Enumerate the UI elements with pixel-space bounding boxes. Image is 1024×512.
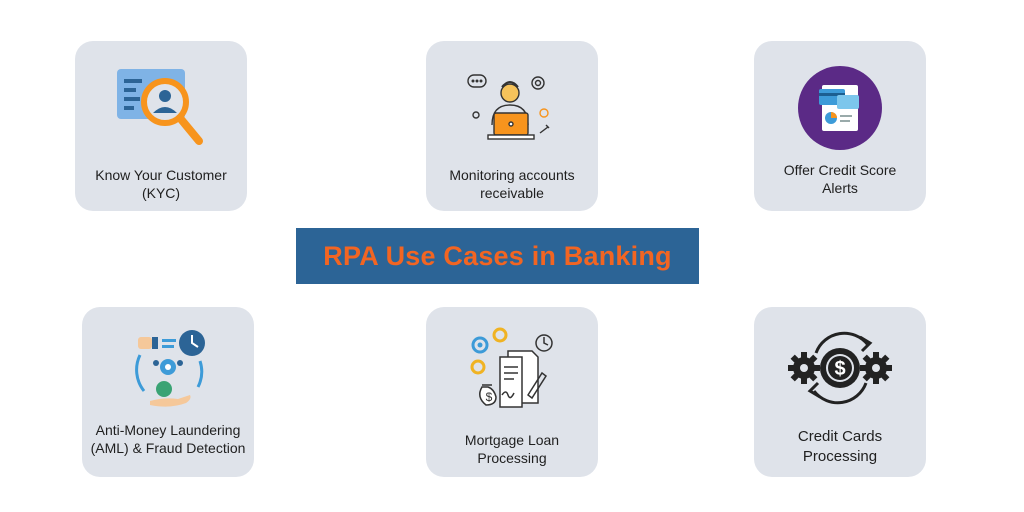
use-case-card-aml: Anti-Money Laundering (AML) & Fraud Dete… [82,307,254,477]
title-banner: RPA Use Cases in Banking [296,228,699,284]
use-case-label: Anti-Money Laundering (AML) & Fraud Dete… [90,422,246,456]
credit-report-icon [797,65,883,156]
svg-text:$: $ [486,390,493,404]
use-case-label: Credit Cards Processing [797,428,883,465]
person-laptop-icon [462,69,562,158]
use-case-card-credit-cards: $ Credit Cards Processing [754,307,926,477]
aml-fraud-icon [120,325,216,418]
use-case-card-kyc: Know Your Customer (KYC) [75,41,247,211]
page-title: RPA Use Cases in Banking [323,240,672,271]
id-card-magnifier-icon [111,65,211,158]
use-case-label: Offer Credit Score Alerts [783,162,897,196]
use-case-card-mortgage-loan: $ Mortgage Loan Processing [426,307,598,477]
use-case-label: Know Your Customer (KYC) [95,167,227,201]
use-case-label: Mortgage Loan Processing [464,432,560,466]
gear-dollar-cycle-icon: $ [784,323,896,416]
svg-text:$: $ [834,358,845,380]
mortgage-document-icon: $ [462,321,562,418]
use-case-card-credit-score-alerts: Offer Credit Score Alerts [754,41,926,211]
use-case-card-accounts-receivable: Monitoring accounts receivable [426,41,598,211]
use-case-label: Monitoring accounts receivable [449,167,575,201]
